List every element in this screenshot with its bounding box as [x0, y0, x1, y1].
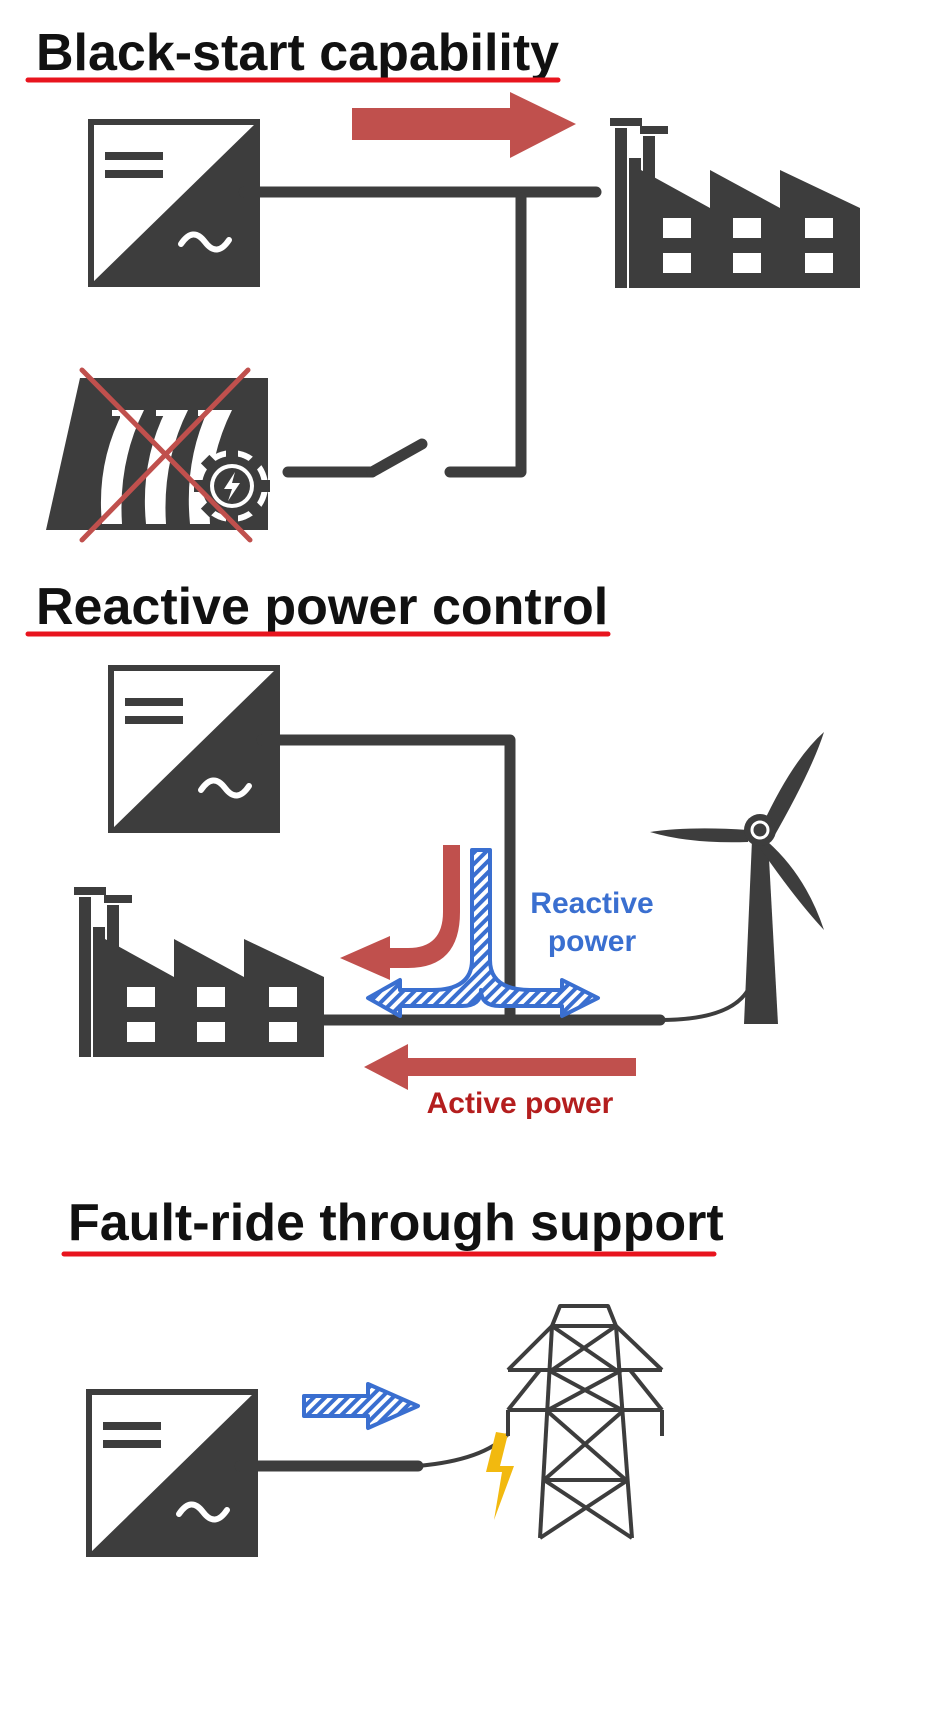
reactive-power-label-line2: power [548, 925, 637, 958]
inverter-dc-ac-icon [111, 668, 277, 830]
factory-icon [74, 887, 324, 1057]
reactive-power-arrow [366, 848, 600, 1018]
open-switch-icon [282, 438, 428, 478]
turbine-cable [659, 988, 750, 1022]
section-title: Fault-ride through support [68, 1194, 724, 1252]
power-flow-arrow [352, 92, 576, 158]
power-plant-icon [46, 378, 270, 530]
lightning-bolt-icon [486, 1432, 514, 1520]
section-fault-ride: Fault-ride through support [61, 1194, 724, 1554]
disabled-cross-icon [79, 367, 253, 543]
inverter-dc-ac-icon [89, 1392, 255, 1554]
feeder-line [444, 192, 527, 478]
wind-turbine-icon [650, 732, 824, 1024]
inverter-feeder-line [256, 734, 516, 1022]
active-power-arrow [364, 1044, 636, 1090]
reactive-power-label: Reactive [530, 887, 653, 920]
factory-icon [610, 118, 860, 288]
section-title: Reactive power control [36, 578, 608, 636]
section-title: Black-start capability [36, 24, 559, 82]
inverter-dc-ac-icon [91, 122, 257, 284]
active-power-label: Active power [427, 1087, 614, 1120]
fault-support-arrow [302, 1382, 420, 1430]
transmission-tower-icon [506, 1304, 664, 1540]
section-reactive-power: Reactive power control Reactive power Ac… [25, 578, 824, 1120]
section-black-start: Black-start capability [25, 24, 860, 543]
active-power-curved-arrow [340, 845, 460, 980]
